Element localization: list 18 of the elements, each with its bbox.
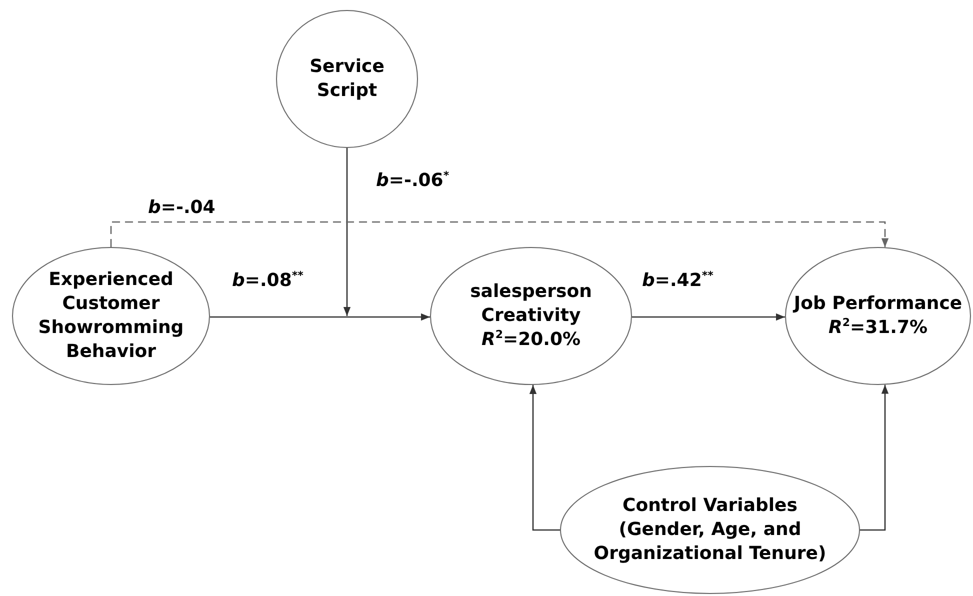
construct-ellipse [560,466,860,594]
construct-ellipse [785,247,971,385]
arrow [210,313,430,321]
arrow [529,385,560,531]
construct-ellipse [430,247,632,385]
construct-label: R$^{2}$=31.7% [827,316,929,340]
construct-ellipse [12,247,210,385]
arrow [632,313,785,321]
construct-label: R$^{2}$=20.0% [480,328,582,352]
dashed-arrow [110,221,889,248]
construct-label: Service Script [308,55,386,103]
construct-ellipse [276,10,418,148]
construct-label: Job Performance [792,292,964,316]
construct-label: Control Variables (Gender, Age, and Organizational Tenure) [592,494,828,566]
arrow [343,148,351,316]
construct-label: Experienced Customer Showromming Behavior [37,268,185,364]
construct-label: salesperson Creativity [469,280,593,328]
arrow [860,384,889,531]
